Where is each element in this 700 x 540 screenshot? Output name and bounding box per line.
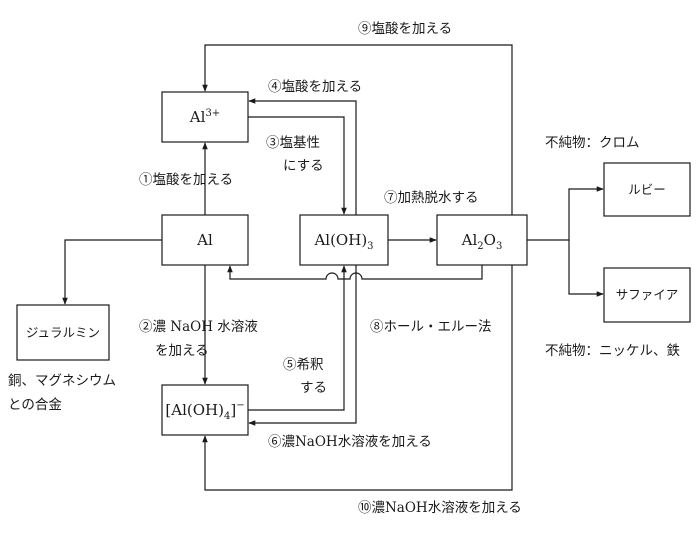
ruby-label: ルビー xyxy=(628,182,666,197)
sapphire-impurity-note: 不純物：ニッケル、鉄 xyxy=(545,343,680,359)
step2-label-line2: を加える xyxy=(155,343,209,359)
duralumin-note-line1: 銅、マグネシウム xyxy=(8,373,116,389)
step3-label-line2: にする xyxy=(283,158,324,174)
node-al: Al xyxy=(161,214,249,266)
node-al3: Al3+ xyxy=(161,91,249,143)
arrow-to-sapphire xyxy=(568,240,604,297)
svg-text:[Al(OH)4]−: [Al(OH)4]− xyxy=(165,400,244,422)
step5-label-line1: ⑤希釈 xyxy=(283,357,324,373)
aloh4-formula: [Al(OH) xyxy=(165,401,224,419)
al2o3-o-sub: 3 xyxy=(496,241,502,252)
aloh4-subscript: 4 xyxy=(224,411,230,422)
svg-text:Al3+: Al3+ xyxy=(189,108,220,126)
step6-label: ⑥濃NaOH水溶液を加える xyxy=(268,434,432,450)
step5-label-line2: する xyxy=(300,380,327,396)
aloh4-charge: − xyxy=(236,400,244,411)
aloh3-formula: Al(OH) xyxy=(313,231,367,249)
step8-label: ⑧ホール・エルー法 xyxy=(370,319,492,335)
al2o3-al-sub: 2 xyxy=(477,241,483,252)
duralumin-note-line2: との合金 xyxy=(8,397,62,413)
node-aloh4: [Al(OH)4]− xyxy=(161,384,249,436)
al-label: Al xyxy=(196,231,213,249)
sapphire-label: サファイア xyxy=(616,287,679,302)
al2o3-o: O xyxy=(484,231,496,249)
node-aloh3: Al(OH)3 xyxy=(299,214,389,266)
step7-label: ⑦加熱脱水する xyxy=(384,190,479,206)
arrow-to-ruby xyxy=(527,186,604,241)
aloh3-subscript: 3 xyxy=(367,241,373,252)
node-al2o3: Al2O3 xyxy=(436,214,528,266)
node-duralumin: ジュラルミン xyxy=(16,304,110,361)
step3-label-line1: ③塩基性 xyxy=(266,134,320,151)
step10-label: ⑩濃NaOH水溶液を加える xyxy=(358,500,522,516)
svg-text:Al(OH)3: Al(OH)3 xyxy=(313,231,373,252)
arrow-step3 xyxy=(248,116,347,215)
al2o3-al: Al xyxy=(461,231,478,249)
arrow-step5 xyxy=(248,265,347,411)
ruby-impurity-note: 不純物：クロム xyxy=(545,135,640,151)
aloh4-bracket: ] xyxy=(230,401,236,419)
arrow-step10 xyxy=(202,265,513,491)
step2-label-line1: ②濃 NaOH 水溶液 xyxy=(139,319,258,335)
step4-label: ④塩酸を加える xyxy=(268,79,362,95)
node-ruby: ルビー xyxy=(603,162,691,217)
svg-text:Al2O3: Al2O3 xyxy=(461,231,503,252)
step1-label: ①塩酸を加える xyxy=(139,172,233,188)
arrow-step8 xyxy=(227,265,483,280)
arrow-step4 xyxy=(248,98,357,215)
al3-charge: 3+ xyxy=(205,108,220,119)
step9-label: ⑨塩酸を加える xyxy=(358,21,452,37)
duralumin-label: ジュラルミン xyxy=(26,325,100,340)
al3-symbol: Al xyxy=(189,108,206,126)
arrow-step6 xyxy=(248,265,357,426)
arrow-step9 xyxy=(202,44,513,215)
node-sapphire: サファイア xyxy=(603,267,691,323)
arrow-duralumin xyxy=(62,239,162,305)
